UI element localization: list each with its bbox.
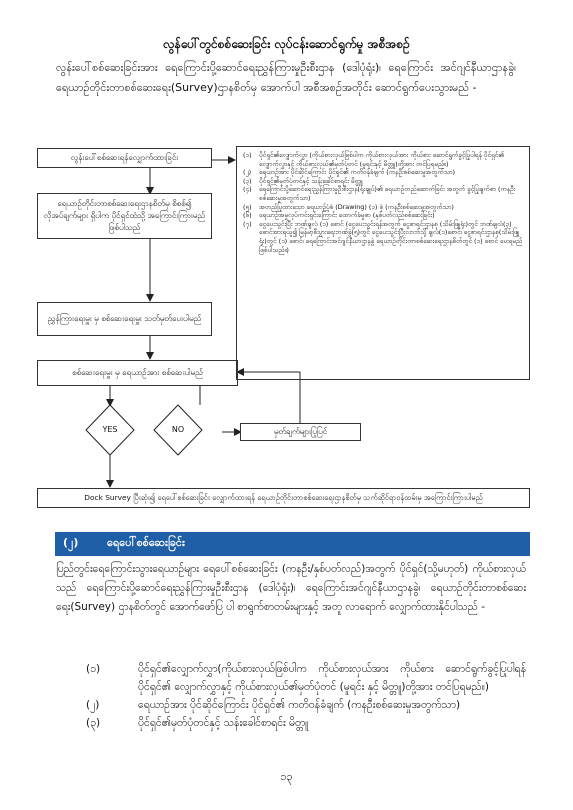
flowchart-connectors: [85, 156, 301, 488]
flow-step-final-notice: Dock Survey ပြီးဆုံး၍ ရေပေါ်စစ်ဆေးခြင်း …: [37, 488, 530, 508]
list-item: (၃)ပိုင်ရှင်၏မှတ်ပုံတင်နှင့် သန်းခေါင်စာ…: [86, 717, 309, 729]
note-item: (၅)အတည်ပြုထားသော ရေယာဉ်ပုံစံ (Drawing) (…: [243, 202, 454, 211]
page-number: ၁၃: [280, 770, 293, 783]
no-diamond: [153, 404, 203, 456]
note-item: (၂)ရေယာဉ်အား ပိုင်ဆိုင်ကြောင်း ပိုင်ရှင်…: [243, 168, 456, 177]
note-item: (၃)ပိုင်ရှင်၏မှတ်ပုံတင်နှင့် သန်းခေါင်စာ…: [243, 176, 363, 185]
flow-step-fix-remarks: မှတ်ချက်များပြုပြင်: [240, 423, 361, 441]
section-header: (၂) ရေပေါ်စစ်ဆေးခြင်း: [55, 532, 530, 556]
yes-diamond: [85, 404, 135, 456]
list-item: (၁)ပိုင်ရှင်၏လျှောက်လွှာ(ကိုယ်စားလှယ်ဖြစ…: [86, 663, 526, 693]
section-number: (၂): [63, 536, 79, 549]
list-item: (၂)ရေယာဉ်အား ပိုင်ဆိုင်ကြောင်း ပိုင်ရှင်…: [86, 699, 461, 711]
section-title: ရေပေါ်စစ်ဆေးခြင်း: [107, 536, 185, 549]
note-item: (၆)ရေယာဉ်အမှုလုပ်ကင်းရှင်းကြောင်း ထောက်ခ…: [243, 211, 435, 220]
intro-paragraph: လွန်းပေါ်စစ်ဆေးခြင်းအား ရေကြောင်းပို့ဆော…: [56, 61, 516, 94]
flow-step-apply: လွန်းပေါ်စစ်ဆေးရန်လျှောက်ထားခြင်း: [37, 148, 212, 168]
flow-step-review: ရေယာဉ်တိုင်းတာစစ်ဆေးရေးဌာနစိတ်မှ စိစစ်၍ …: [37, 193, 212, 239]
flow-step-inspect: စစ်ဆေးရေးမှူး မှ ရေယာဉ်အား စစ်ဆေးပါမည်: [37, 360, 238, 386]
flow-step-assign-surveyor: ညွှန်ကြားရေးမှူး မှ စစ်ဆေးရေးမှူး သတ်မှတ…: [37, 302, 212, 336]
note-item: (၄)ရေကြောင်းပို့ဆောင်ရေးညွှန်ကြားမှုဦးစီ…: [243, 185, 516, 202]
required-documents-box: (၁)ပိုင်ရှင်၏လျှောက်လွှာ (ကိုယ်စားလှယ်ဖြ…: [236, 146, 530, 380]
section-paragraph: ပြည်တွင်းရေကြောင်းသွားရေယာဉ်များ ရေပေါ်စ…: [56, 563, 526, 613]
section-list: (၁)ပိုင်ရှင်၏လျှောက်လွှာ(ကိုယ်စားလှယ်ဖြစ…: [86, 660, 526, 732]
note-item: (၁)ပိုင်ရှင်၏လျှောက်လွှာ (ကိုယ်စားလှယ်ဖြ…: [243, 151, 504, 168]
yes-label: YES: [102, 425, 118, 434]
page-title: လွန်ပေါ်တွင်စစ်ဆေးခြင်း လုပ်ငန်းဆောင်ရွက…: [163, 37, 410, 51]
no-label: NO: [171, 425, 185, 434]
note-item: (၇)ငွေပေးသွင်းပြီး ဘဏ်ချလံ (၁) စောင် (ငွ…: [243, 219, 523, 254]
